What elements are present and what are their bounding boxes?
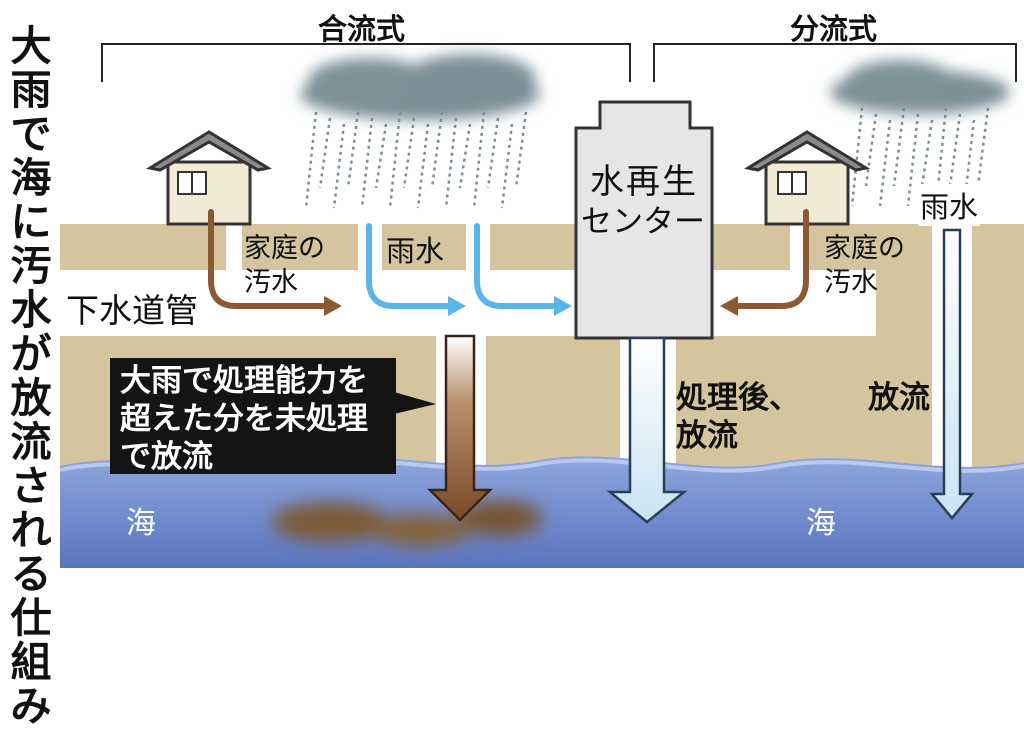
rain-streak	[864, 113, 878, 187]
combined-system-label: 合流式	[318, 12, 406, 46]
combined-bracket	[101, 43, 631, 82]
rain-streak	[906, 113, 920, 207]
rain-streak	[304, 111, 318, 209]
rain-streak	[444, 117, 458, 209]
callout-line-2: 超えた分を未処理	[120, 401, 368, 437]
title-char: が	[10, 330, 52, 378]
treated-discharge-line1: 処理後、	[676, 380, 800, 416]
diagram-title: 大雨で海に汚水が放流される仕組み	[6, 24, 56, 728]
title-char: 水	[10, 286, 52, 334]
rain-streak	[318, 117, 332, 189]
arrow-treated-discharge	[606, 336, 688, 524]
rain-streak	[472, 111, 486, 209]
rain-streak	[374, 123, 388, 189]
rain-streak	[878, 119, 892, 207]
rain-streak	[514, 111, 528, 189]
title-char: さ	[10, 462, 52, 510]
title-char: れ	[10, 506, 52, 554]
rain-streak	[486, 117, 500, 189]
rain-streak	[920, 119, 934, 187]
arrow-rainwater-discharge	[929, 228, 975, 520]
title-char: 仕	[10, 594, 52, 642]
rain-streak	[360, 117, 374, 209]
rainwater-label-right: 雨水	[918, 184, 981, 226]
rain-streak	[332, 123, 346, 209]
arrow-home-wastewater-left	[208, 209, 342, 316]
rain-streak	[934, 107, 948, 207]
rainwater-label-left: 雨水	[386, 234, 445, 268]
center-label-line1: 水再生	[590, 162, 698, 202]
rain-streak	[346, 111, 360, 189]
rain-streak	[948, 113, 962, 187]
title-char: る	[10, 550, 52, 598]
untreated-overflow-callout: 大雨で処理能力を 超えた分を未処理 で放流	[110, 358, 396, 475]
rain-streak	[430, 111, 444, 189]
separate-bracket	[653, 43, 1017, 82]
diagram-canvas	[59, 43, 1024, 568]
sea	[60, 456, 1024, 568]
title-char: 大	[10, 22, 52, 70]
title-char: 流	[10, 418, 52, 466]
title-char: 雨	[10, 66, 52, 114]
callout-line-3: で放流	[120, 439, 213, 475]
arrow-home-wastewater-right	[720, 209, 809, 316]
rain-discharge-label: 放流	[868, 380, 930, 416]
rain-streak	[850, 107, 864, 207]
house-right	[743, 130, 871, 226]
title-char: 組	[10, 638, 52, 686]
rain-streak	[976, 107, 990, 187]
title-char: み	[10, 682, 52, 730]
water-reclamation-center	[574, 100, 714, 340]
home-wastewater-left-line2: 汚水	[244, 267, 298, 298]
home-wastewater-right-line2: 汚水	[824, 267, 878, 298]
rain-streak	[500, 123, 514, 209]
rain-streak	[892, 107, 906, 187]
arrow-untreated-discharge	[426, 334, 494, 522]
rain-streak	[388, 111, 402, 209]
center-label-line2: センター	[581, 204, 705, 240]
rain-streak	[416, 123, 430, 209]
sea-label-left: 海	[126, 506, 156, 541]
rain-right	[850, 107, 990, 207]
callout-line-1: 大雨で処理能力を	[120, 363, 368, 399]
arrow-rainwater-1	[366, 223, 466, 316]
title-char: で	[10, 110, 52, 158]
sewage-plume	[272, 500, 542, 546]
callout-pointer	[394, 392, 436, 414]
cloud-right	[830, 60, 1010, 114]
rain-streak	[458, 123, 472, 189]
cloud-left	[300, 54, 540, 120]
title-char: 汚	[10, 242, 52, 290]
rain-streak	[402, 117, 416, 189]
title-char: に	[10, 198, 52, 246]
treated-discharge-line2: 放流	[676, 418, 738, 454]
sewer-pipe-label: 下水道管	[66, 291, 198, 330]
title-char: 海	[10, 154, 52, 202]
rain-left	[304, 111, 528, 209]
home-wastewater-left-line1: 家庭の	[244, 233, 325, 264]
home-wastewater-right-line1: 家庭の	[824, 233, 905, 264]
arrow-rainwater-2	[474, 223, 572, 316]
separate-system-label: 分流式	[790, 12, 878, 46]
title-char: 放	[10, 374, 52, 422]
sea-label-right: 海	[806, 506, 836, 541]
